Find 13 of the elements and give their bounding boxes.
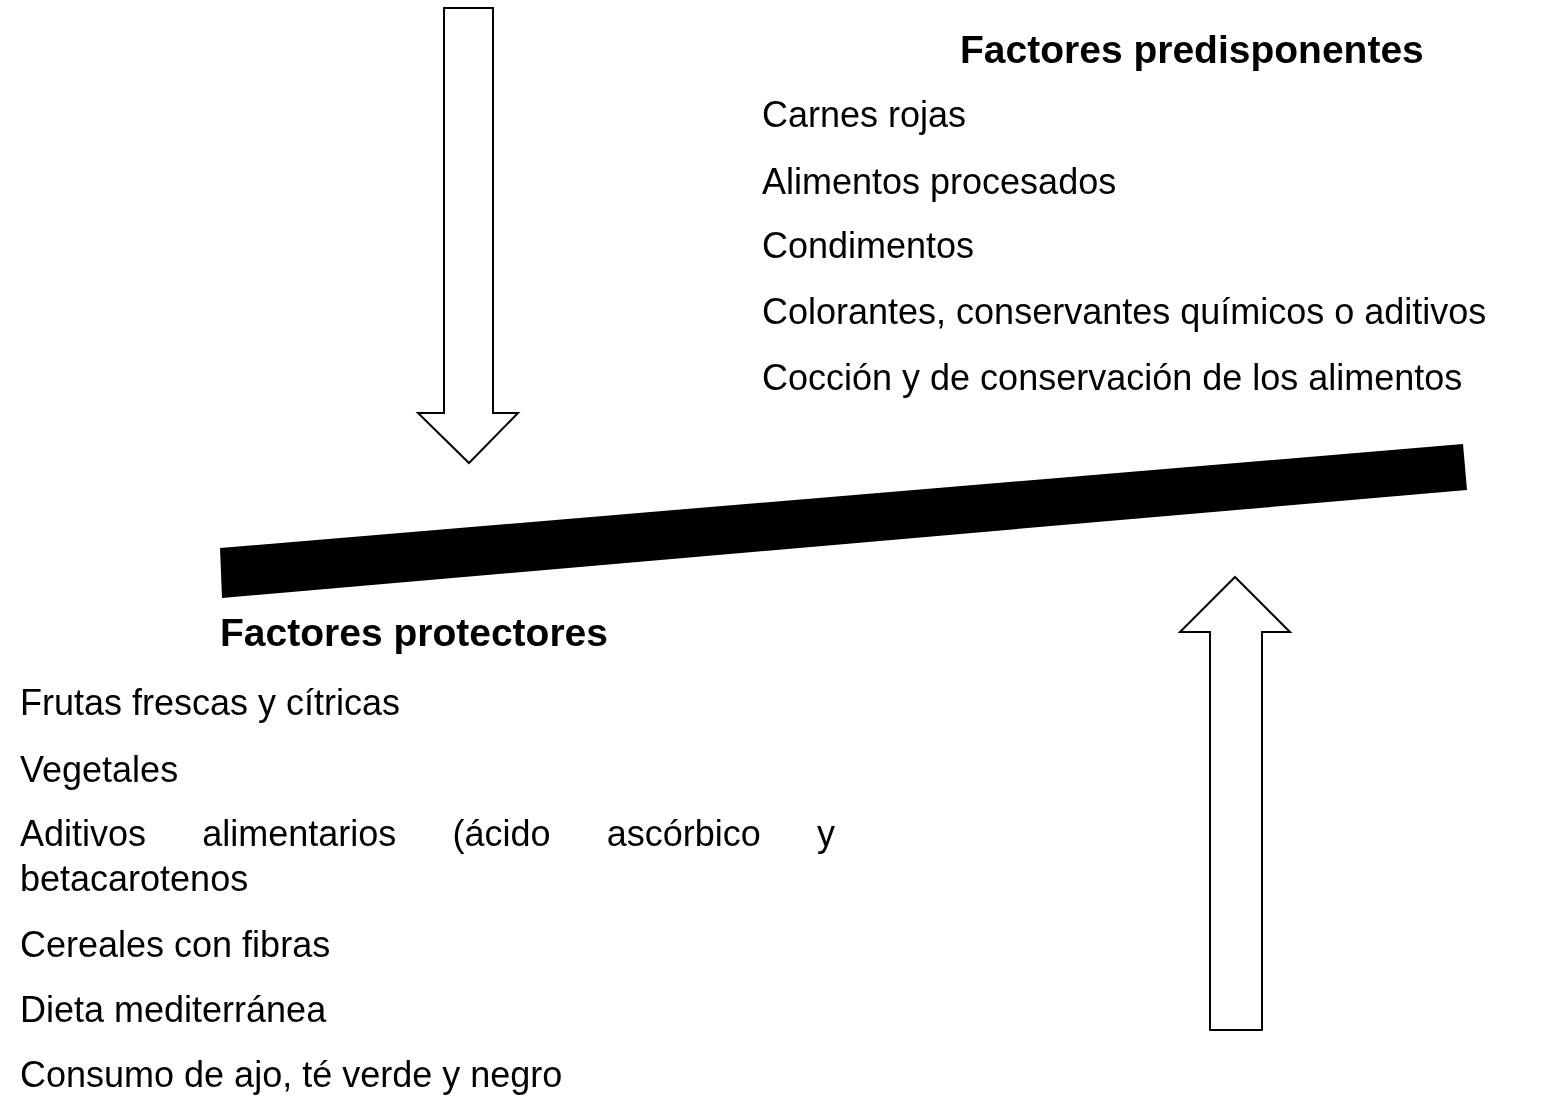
list-item: Alimentos procesados	[762, 160, 1117, 204]
list-item: Colorantes, conservantes químicos o aditivos	[762, 290, 1487, 334]
list-item: Aditivos alimentarios (ácido ascórbico y betacarotenos	[20, 812, 835, 901]
list-item: Vegetales	[20, 748, 179, 792]
list-item: Dieta mediterránea	[20, 988, 327, 1032]
list-item: Condimentos	[762, 224, 975, 268]
list-item: Frutas frescas y cítricas	[20, 681, 401, 725]
list-item: Consumo de ajo, té verde y negro	[20, 1053, 563, 1097]
list-item: Carnes rojas	[762, 93, 967, 137]
list-item: Cereales con fibras	[20, 923, 331, 967]
section-heading: Factores protectores	[220, 610, 608, 656]
section-heading: Factores predisponentes	[960, 27, 1424, 73]
list-item: Cocción y de conservación de los alimentos	[762, 356, 1463, 400]
